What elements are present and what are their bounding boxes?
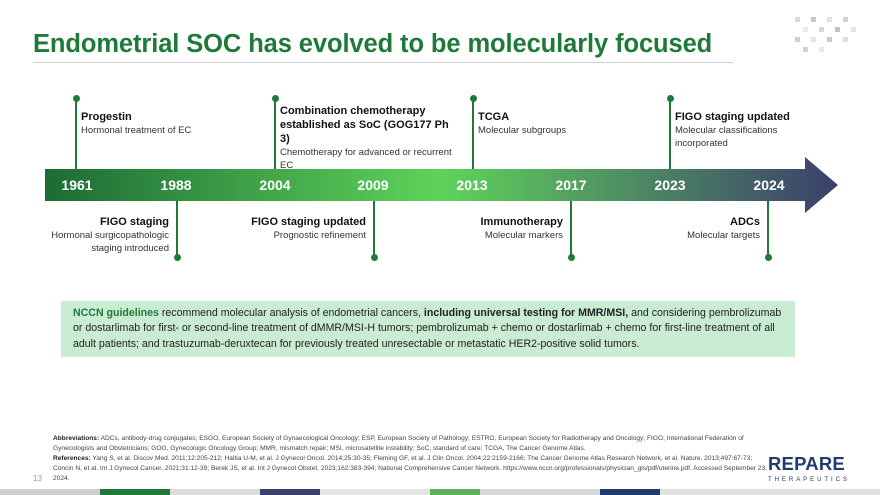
logo-subtitle: THERAPEUTICS	[768, 476, 850, 483]
event-heading: FIGO staging updated	[675, 111, 790, 123]
event-heading: FIGO staging	[99, 216, 169, 228]
year-label: 1988	[160, 177, 192, 193]
page-number: 13	[33, 474, 42, 483]
event-description: Molecular classifications incorporated	[675, 125, 778, 149]
event-description: Prognostic refinement	[273, 230, 366, 241]
event-heading: ADCs	[730, 216, 760, 228]
connector-line	[767, 201, 769, 257]
event-tcga: TCGA Molecular subgroups	[478, 110, 648, 137]
event-heading: TCGA	[478, 111, 510, 123]
note-emphasis: including universal testing for MMR/MSI,	[423, 306, 629, 319]
year-label: 2013	[456, 177, 488, 193]
event-description: Hormonal treatment of EC	[81, 125, 192, 136]
slide-title: Endometrial SOC has evolved to be molecu…	[33, 30, 713, 58]
connector-dot	[174, 254, 181, 261]
event-heading: Progestin	[81, 111, 132, 123]
note-text: recommend molecular analysis of endometr…	[158, 306, 424, 319]
repare-logo: REPARE THERAPEUTICS	[768, 453, 850, 484]
connector-line	[472, 98, 474, 169]
year-label: 2009	[357, 177, 389, 193]
event-adcs: ADCs Molecular targets	[610, 215, 760, 242]
event-heading: FIGO staging updated	[251, 216, 366, 228]
logo-wordmark: REPARE	[768, 453, 845, 474]
connector-line	[373, 201, 375, 257]
event-description: Molecular targets	[687, 230, 760, 241]
year-label: 1961	[61, 177, 93, 193]
event-combination-chemotherapy: Combination chemotherapy established as …	[280, 104, 460, 172]
year-label: 2004	[259, 177, 291, 193]
event-description: Molecular markers	[484, 230, 563, 241]
nccn-guidelines-callout: NCCN guidelines recommend molecular anal…	[61, 301, 795, 357]
abbreviations-label: Abbreviations:	[53, 435, 100, 442]
event-description: Chemotherapy for advanced or recurrent E…	[280, 147, 452, 171]
connector-dot	[568, 254, 575, 261]
title-divider	[33, 62, 733, 63]
connector-line	[274, 98, 276, 169]
connector-line	[669, 98, 671, 169]
year-label: 2024	[753, 177, 785, 193]
event-heading: Combination chemotherapy established as …	[280, 105, 449, 145]
footer-color-bar	[0, 489, 880, 495]
event-figo-staging: FIGO staging Hormonal surgicopathologic …	[30, 215, 169, 255]
event-description: Hormonal surgicopathologic staging intro…	[51, 230, 169, 254]
connector-line	[176, 201, 178, 257]
connector-line	[570, 201, 572, 257]
event-heading: Immunotherapy	[480, 216, 563, 228]
event-progestin: Progestin Hormonal treatment of EC	[81, 110, 261, 137]
abbreviations-text: ADCs, antibody-drug conjugates; ESGO, Eu…	[53, 435, 744, 452]
year-label: 2017	[555, 177, 587, 193]
references-label: References:	[53, 454, 91, 462]
connector-line	[75, 98, 77, 169]
connector-dot	[765, 254, 772, 261]
nccn-label: NCCN guidelines	[73, 306, 159, 319]
references-text: Yang S, et al. Discov Med. 2011;12:205-2…	[53, 454, 767, 482]
event-description: Molecular subgroups	[478, 125, 567, 136]
event-immunotherapy: Immunotherapy Molecular markers	[413, 215, 563, 242]
connector-dot	[371, 254, 378, 261]
footnotes: Abbreviations: ADCs, antibody-drug conju…	[53, 434, 768, 484]
note-text: and considering pembrolizumab or dostarl…	[73, 306, 782, 350]
event-figo-updated: FIGO staging updated Prognostic refineme…	[200, 215, 366, 242]
event-figo-2023: FIGO staging updated Molecular classific…	[675, 110, 800, 150]
year-label: 2023	[654, 177, 686, 193]
nccn-guidelines-text: NCCN guidelines recommend molecular anal…	[73, 306, 783, 353]
